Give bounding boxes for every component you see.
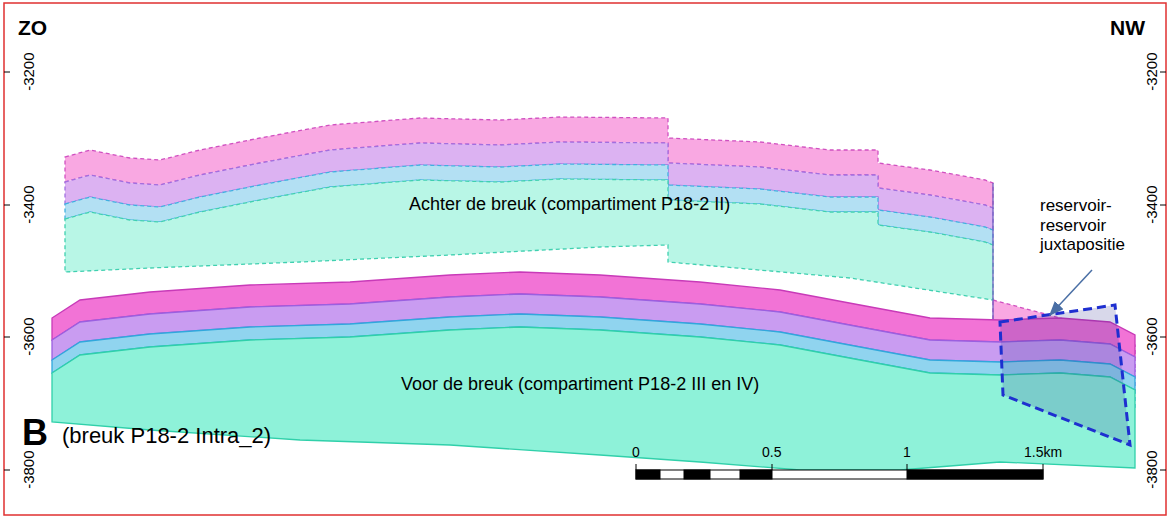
direction-label: ZO [18, 16, 47, 40]
fault-name: (breuk P18-2 Intra_2) [62, 423, 271, 448]
reservoir-bands [52, 117, 1135, 470]
depth-label: -3200 [1143, 52, 1160, 90]
depth-label: -3800 [1143, 450, 1160, 488]
depth-label: -3400 [20, 185, 37, 223]
section-band: Achter de breuk (compartiment P18-2 II) [405, 192, 734, 217]
panel-letter: B [22, 412, 48, 453]
leader-line [1050, 270, 1092, 315]
section-band: Voor de breuk (compartiment P18-2 III en… [397, 372, 763, 397]
layer [52, 327, 1135, 470]
direction-label: NW [1110, 16, 1145, 40]
scale-label: 1.5km [1024, 444, 1062, 460]
scale-label: 1 [903, 444, 911, 460]
frame [4, 3, 1166, 515]
callout-note: reservoir- reservoir juxtapositie [1040, 196, 1140, 255]
depth-label: -3200 [20, 52, 37, 90]
depth-label: -3800 [20, 450, 37, 488]
juxtaposition-zone [1000, 305, 1130, 445]
depth-label: -3400 [1143, 185, 1160, 223]
depth-label: -3600 [1143, 317, 1160, 355]
band-label: Voor de breuk (compartiment P18-2 III en… [401, 374, 759, 395]
axis-ticks [4, 72, 1166, 470]
band-label: Achter de breuk (compartiment P18-2 II) [409, 194, 730, 215]
scale-label: 0 [632, 444, 640, 460]
depth-label: -3600 [20, 317, 37, 355]
scale-label: 0.5 [762, 444, 781, 460]
scale-bar [636, 464, 1043, 479]
